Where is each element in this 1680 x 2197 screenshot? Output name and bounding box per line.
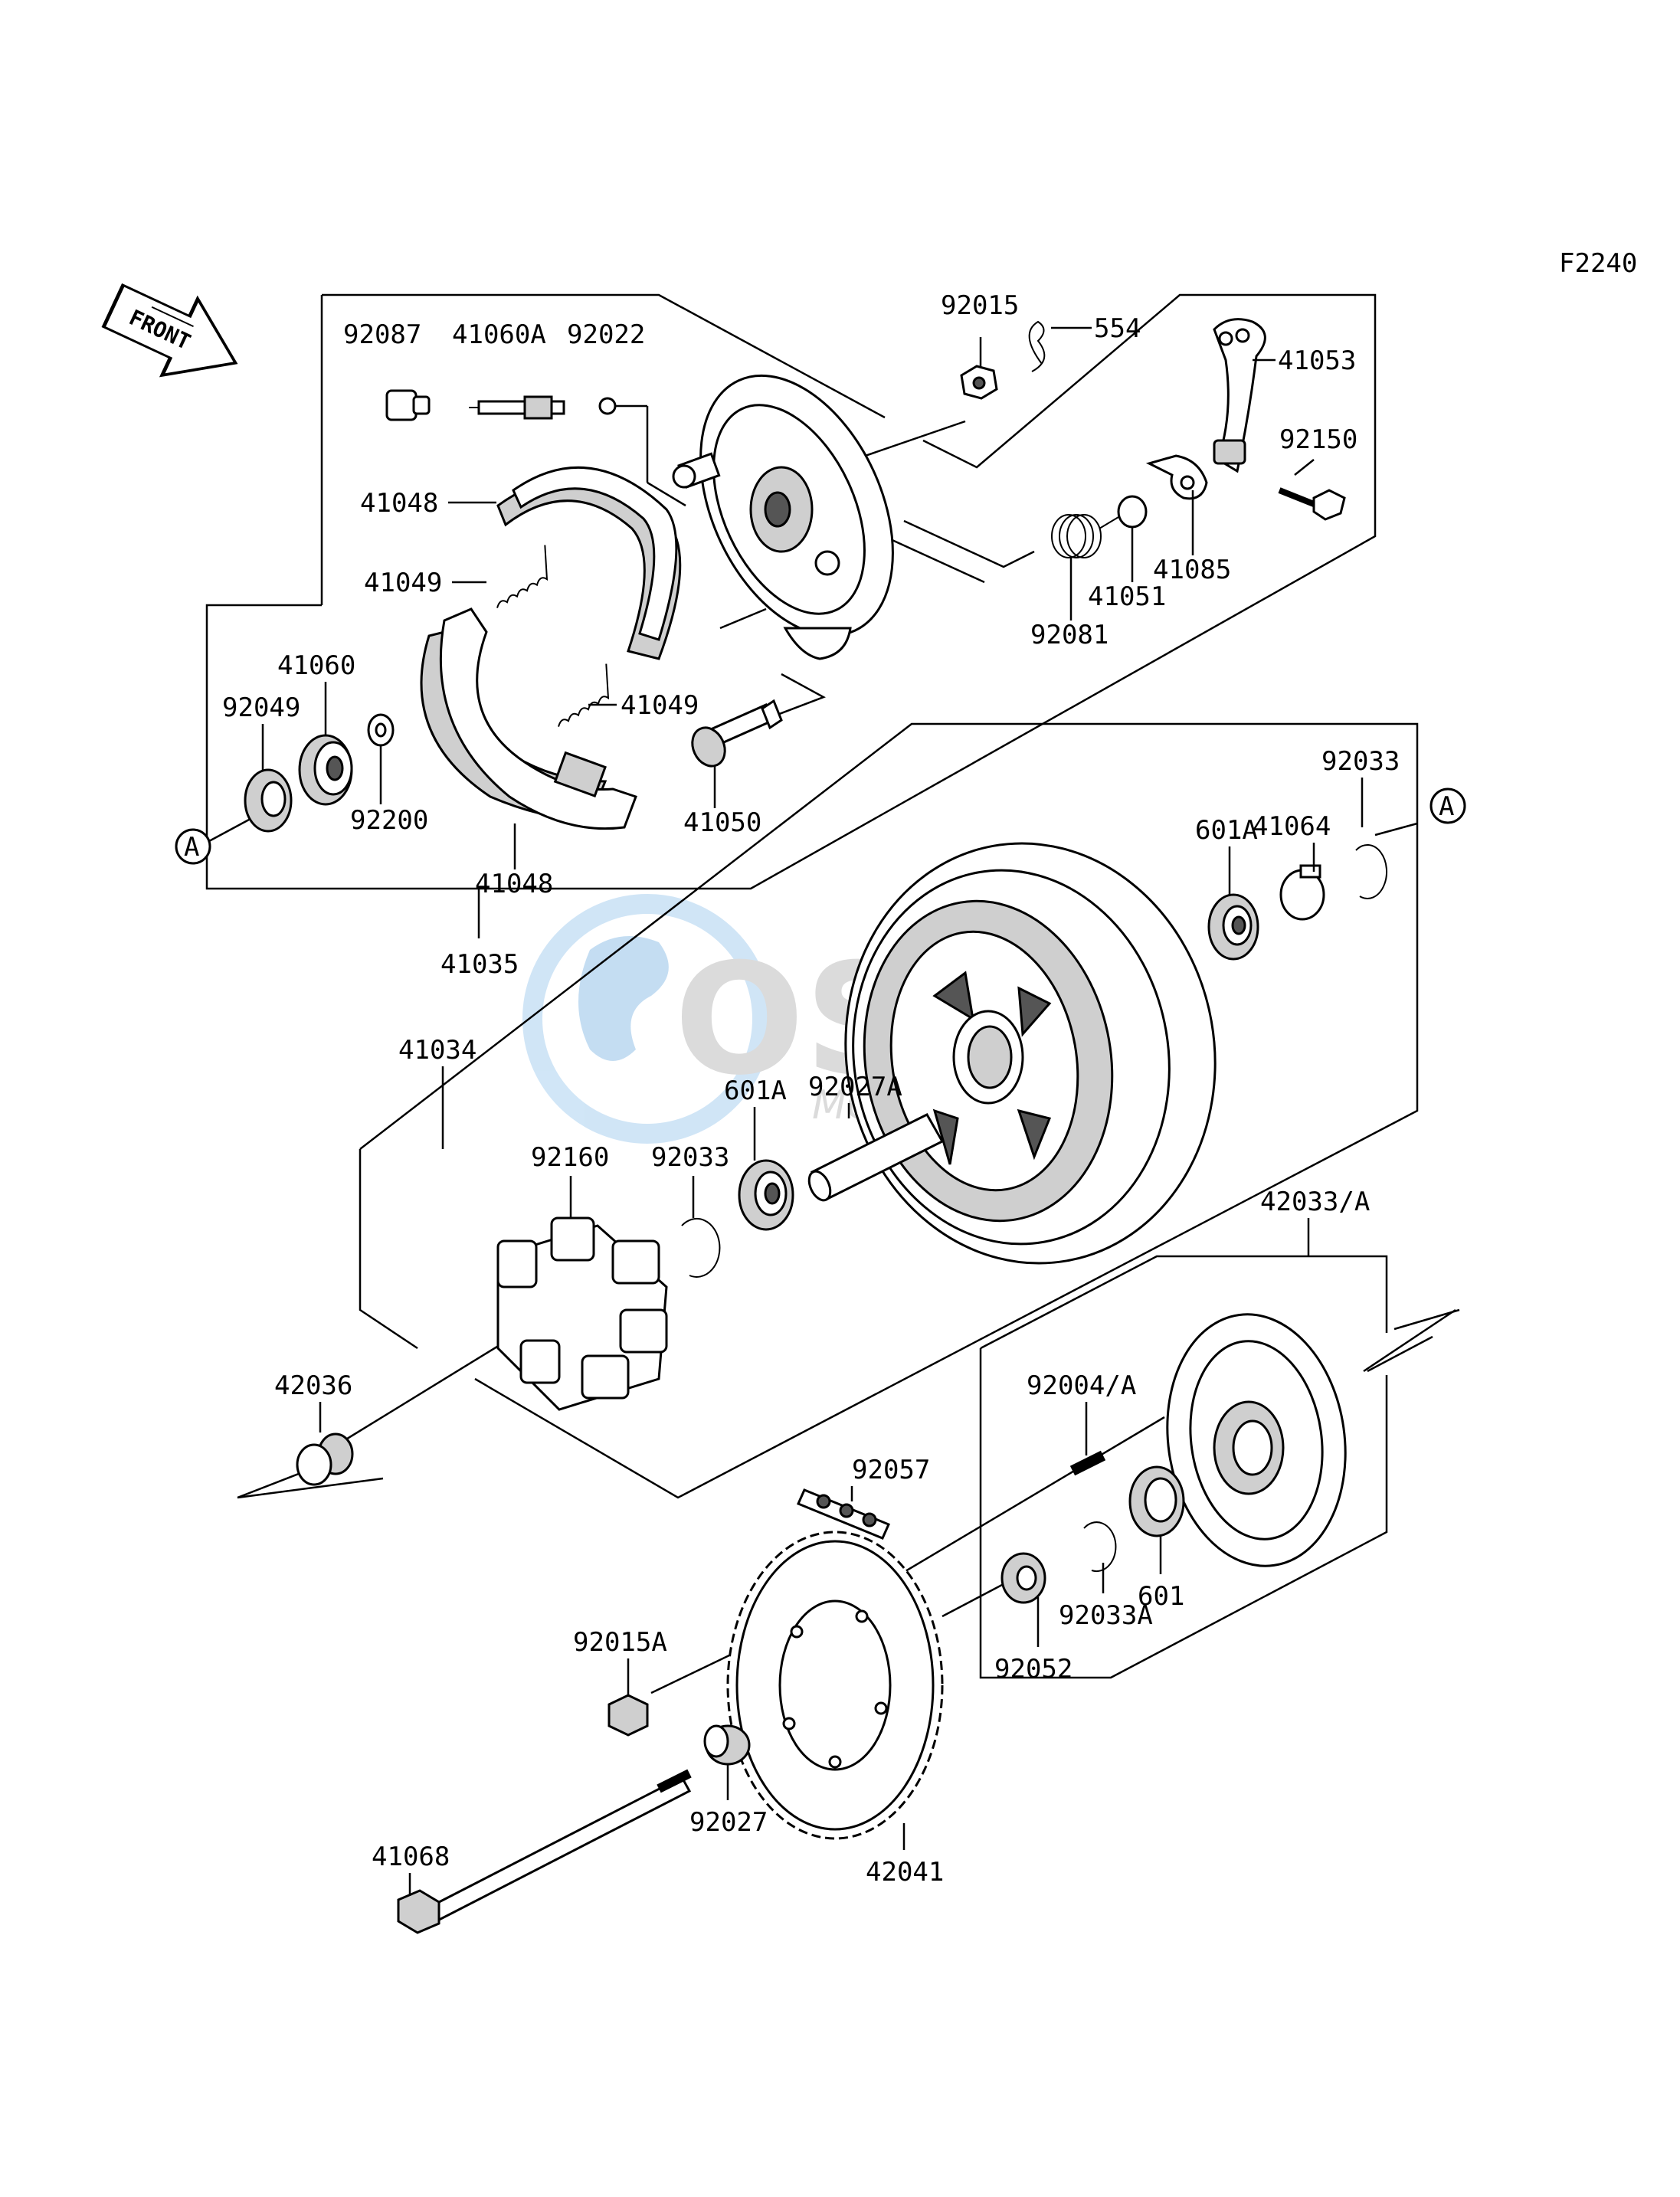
label-42033A: 42033/A: [1260, 1187, 1370, 1217]
label-41048-bot: 41048: [475, 869, 553, 899]
part-41053-lever: [1213, 318, 1266, 473]
label-41053: 41053: [1278, 345, 1356, 376]
part-41060-gear: [298, 734, 353, 806]
part-42036-collar: [296, 1432, 354, 1486]
part-41049-spring-mid: [558, 663, 610, 727]
part-554-cotter-pin: [1028, 320, 1046, 372]
label-92027A: 92027A: [808, 1072, 902, 1102]
label-42041: 42041: [866, 1857, 944, 1888]
part-92200-washer: [367, 713, 395, 747]
part-41051-washer: [1117, 495, 1148, 529]
label-92087: 92087: [343, 319, 421, 350]
label-41051: 41051: [1088, 581, 1166, 612]
part-labels: 92087 41060A 92022 92015 554 41053 92150…: [222, 290, 1400, 1888]
label-601A-mid: 601A: [724, 1076, 787, 1106]
part-41048-brake-shoe-bottom: [420, 607, 637, 830]
part-92033-circlip-mid: [681, 1217, 721, 1278]
part-42041-sprocket: [726, 1531, 944, 1840]
part-92015A-nut: [607, 1694, 649, 1737]
part-92081-spring: [1051, 514, 1119, 558]
label-41060: 41060: [277, 650, 355, 681]
part-92049-seal: [244, 768, 293, 833]
part-92033-circlip-top: [1355, 844, 1388, 899]
figure-code: F2240: [1559, 248, 1637, 279]
label-41064: 41064: [1253, 811, 1331, 842]
part-92022-washer: [598, 397, 617, 415]
part-92057-chain-link: [797, 1488, 890, 1540]
part-92052-washer: [1000, 1552, 1046, 1604]
svg-text:A: A: [1439, 791, 1454, 822]
part-92160-damper: [496, 1216, 668, 1411]
part-601A-bearing-top: [1207, 893, 1259, 961]
label-92160: 92160: [531, 1142, 609, 1173]
part-41049-spring-top: [496, 545, 549, 608]
label-92033A: 92033A: [1059, 1600, 1153, 1631]
label-92081: 92081: [1030, 620, 1109, 650]
label-41050: 41050: [683, 807, 761, 838]
label-42036: 42036: [274, 1370, 352, 1401]
label-92200: 92200: [350, 805, 428, 836]
label-41049-top: 41049: [364, 568, 442, 598]
label-92049: 92049: [222, 692, 300, 723]
part-41064-collar: [1279, 864, 1325, 921]
label-601: 601: [1138, 1581, 1184, 1612]
label-92015: 92015: [941, 290, 1019, 321]
label-554: 554: [1094, 313, 1141, 344]
label-92150: 92150: [1279, 424, 1357, 455]
label-41034: 41034: [398, 1035, 476, 1066]
part-41060A-gear-shaft: [469, 395, 565, 420]
part-41050-cam: [691, 699, 783, 768]
part-92150-bolt: [1278, 487, 1346, 521]
label-92052: 92052: [994, 1654, 1073, 1685]
part-92027A-spacer: [807, 1113, 945, 1202]
front-arrow-icon: FRONT: [101, 283, 238, 378]
part-wheel-hub: [844, 842, 1217, 1265]
hub-outline: [359, 722, 1419, 1499]
label-41060A: 41060A: [452, 319, 546, 350]
label-601A-top: 601A: [1195, 815, 1258, 846]
label-41085: 41085: [1153, 555, 1231, 585]
label-92057: 92057: [852, 1455, 930, 1485]
label-41068: 41068: [372, 1842, 450, 1872]
label-92022: 92022: [567, 319, 645, 350]
part-601-bearing: [1128, 1465, 1185, 1537]
ref-marker-a-left: A: [175, 828, 211, 865]
ref-marker-a-right: A: [1429, 787, 1466, 824]
part-41085-indicator: [1145, 454, 1208, 500]
part-sprocket-hub: [1166, 1313, 1347, 1567]
part-92015-nut: [960, 365, 998, 400]
part-601A-bearing-mid: [738, 1159, 794, 1231]
watermark-continents-icon: [578, 936, 669, 1061]
label-92004A: 92004/A: [1027, 1370, 1136, 1401]
part-41048-brake-shoe-top: [496, 466, 682, 660]
label-92033-mid: 92033: [651, 1142, 729, 1173]
part-brake-panel: [672, 374, 894, 660]
part-92087-plug: [385, 389, 431, 421]
part-92033A-circlip: [1083, 1521, 1117, 1573]
label-41035: 41035: [440, 949, 519, 980]
leader-lines: [208, 326, 1364, 1896]
label-92015A: 92015A: [573, 1627, 667, 1658]
label-41048-top: 41048: [360, 488, 438, 519]
part-41068-axle: [397, 1769, 692, 1934]
part-92004A-stud: [1069, 1450, 1106, 1476]
part-92027-collar: [703, 1724, 751, 1766]
watermark-globe-icon: [522, 894, 772, 1144]
label-92027: 92027: [689, 1807, 768, 1838]
svg-text:A: A: [184, 832, 199, 863]
label-41049-mid: 41049: [621, 690, 699, 721]
sprocket-hub-outline: [979, 1218, 1460, 1679]
label-92033-top: 92033: [1321, 746, 1400, 777]
